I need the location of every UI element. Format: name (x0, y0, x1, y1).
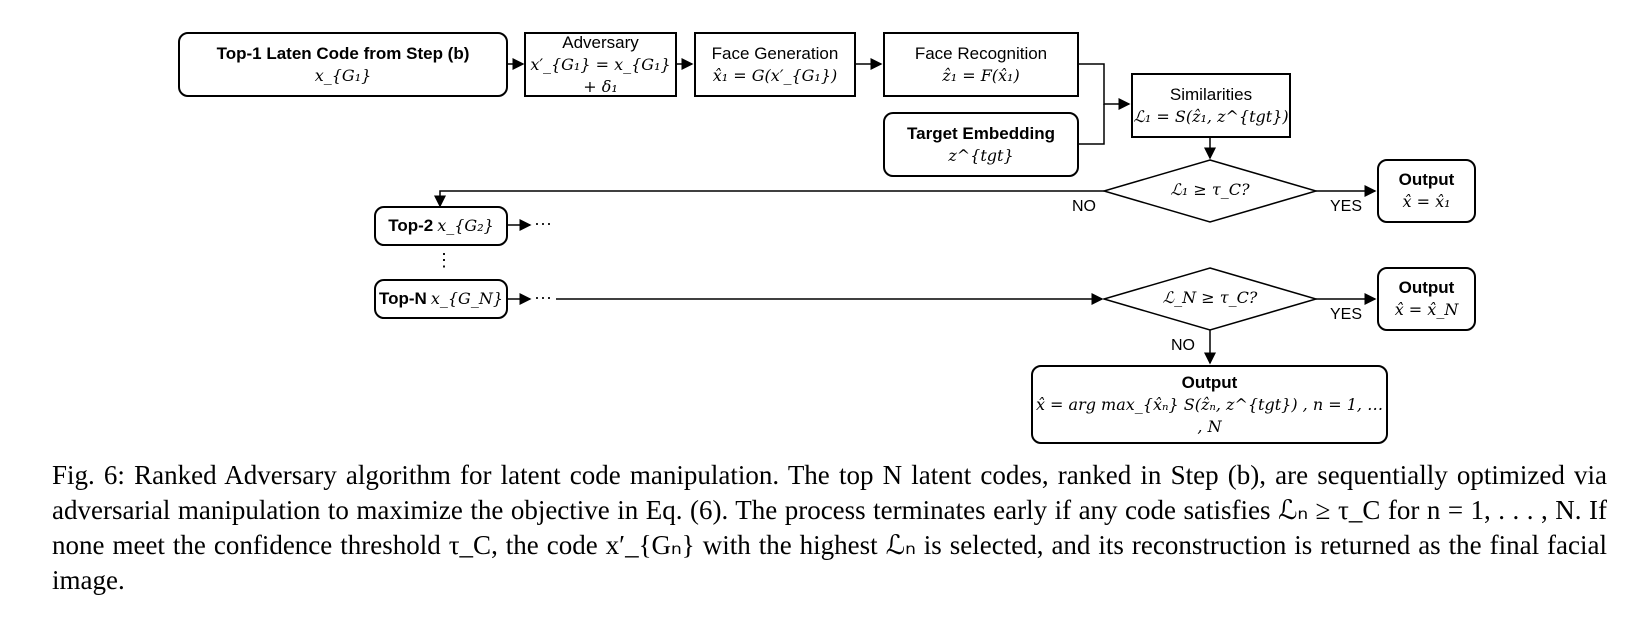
node-target-embedding-title: Target Embedding (907, 123, 1055, 143)
ellipsis-vertical: ⋮ (435, 250, 453, 270)
label-yes-N: YES (1330, 306, 1363, 323)
node-face-recognition-title: Face Recognition (914, 43, 1048, 63)
decisionN-text: ℒ_N ≥ τ_C? (1162, 288, 1258, 307)
node-target-embedding-formula: z^{tgt} (948, 145, 1014, 165)
node-output1: Output x̂ = x̂₁ (1377, 159, 1476, 223)
node-similarities-formula: ℒ₁ = S(ẑ₁, z^{tgt}) (1133, 106, 1289, 126)
node-outputN: Output x̂ = x̂_N (1377, 267, 1476, 331)
caption-text: Ranked Adversary algorithm for latent co… (52, 460, 1607, 595)
node-topN-title: Top-N (378, 289, 427, 308)
node-output1-title: Output (1398, 170, 1455, 189)
node-outputN-title: Output (1398, 278, 1455, 297)
caption-prefix: Fig. 6: (52, 460, 125, 490)
label-no-N: NO (1171, 337, 1195, 354)
node-face-generation-formula: x̂₁ = G(x′_{G₁}) (712, 65, 838, 85)
figure-caption: Fig. 6: Ranked Adversary algorithm for l… (52, 458, 1607, 598)
decision1-text: ℒ₁ ≥ τ_C? (1170, 180, 1250, 199)
node-outputN-formula: x̂ = x̂_N (1394, 300, 1459, 319)
label-yes-1: YES (1330, 198, 1363, 215)
flowchart-edges (434, 58, 1377, 365)
node-top1-formula: x_{G₁} (314, 65, 372, 85)
node-output-final: Output x̂ = arg max_{x̂ₙ} S(ẑₙ, z^{tgt})… (1031, 365, 1388, 444)
label-no-1: NO (1072, 198, 1096, 215)
node-face-recognition: Face Recognition ẑ₁ = F(x̂₁) (883, 32, 1079, 97)
node-top2-title: Top-2 (388, 216, 434, 235)
node-face-generation: Face Generation x̂₁ = G(x′_{G₁}) (694, 32, 856, 97)
ellipsis-topN: ··· (534, 287, 552, 307)
node-output-final-formula: x̂ = arg max_{x̂ₙ} S(ẑₙ, z^{tgt}) , n = … (1035, 394, 1384, 436)
decision1-diamond (1101, 159, 1319, 223)
node-target-embedding: Target Embedding z^{tgt} (883, 112, 1079, 177)
node-topN: Top-N x_{G_N} (374, 279, 508, 319)
node-adversary-title: Adversary (562, 32, 639, 52)
node-adversary-formula: x′_{G₁} = x_{G₁} + δ₁ (530, 54, 671, 96)
node-topN-formula: x_{G_N} (430, 289, 503, 308)
node-face-recognition-formula: ẑ₁ = F(x̂₁) (942, 65, 1020, 85)
edge-facerec-similarities (1078, 63, 1131, 110)
node-top2-formula: x_{G₂} (437, 216, 494, 235)
node-top2: Top-2 x_{G₂} (374, 206, 508, 246)
ellipsis-top2: ··· (534, 213, 552, 233)
edge-decision1-no (434, 190, 1104, 208)
node-output-final-title: Output (1181, 372, 1238, 392)
node-top1: Top-1 Laten Code from Step (b) x_{G₁} (178, 32, 508, 97)
edge-target-similarities (1078, 104, 1105, 145)
node-output1-formula: x̂ = x̂₁ (1402, 192, 1451, 211)
node-top1-title: Top-1 Laten Code from Step (b) (216, 43, 470, 63)
node-similarities: Similarities ℒ₁ = S(ẑ₁, z^{tgt}) (1131, 73, 1291, 138)
node-similarities-title: Similarities (1169, 84, 1253, 104)
node-adversary: Adversary x′_{G₁} = x_{G₁} + δ₁ (524, 32, 677, 97)
flowchart: Top-1 Laten Code from Step (b) x_{G₁} Ad… (178, 32, 1476, 444)
node-face-generation-title: Face Generation (711, 43, 839, 63)
